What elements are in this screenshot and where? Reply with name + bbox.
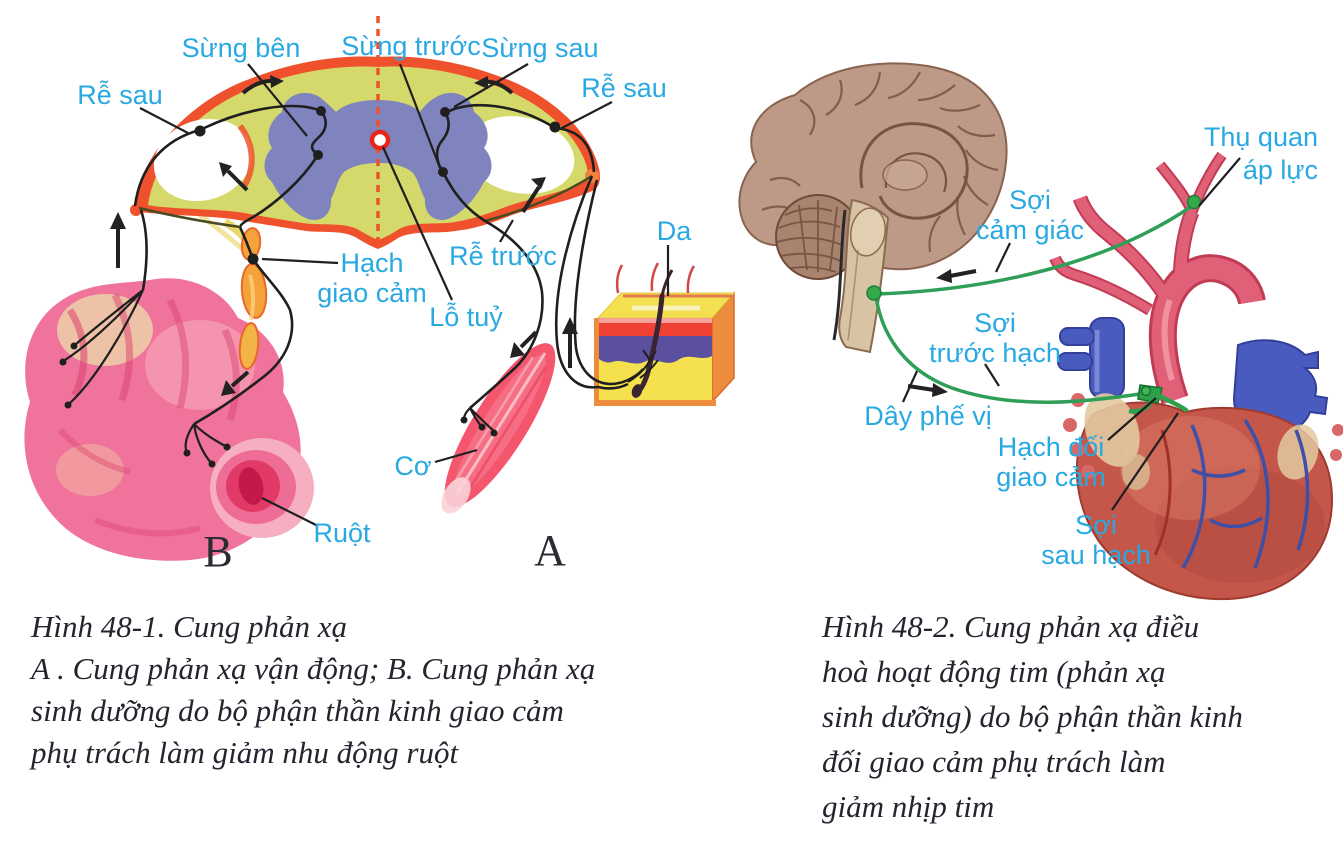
label-da: Da [656,216,692,246]
label-lo-tuy: Lỗ tuỷ [429,302,503,332]
brain-illustration [738,62,1008,354]
label-thu-quan-ap-luc: Thụ quan áp lực [1203,122,1318,185]
caption-figure-48-2: Hình 48-2. Cung phản xạ điều hoà hoạt độ… [822,609,1243,824]
label-re-sau-right: Rễ sau [581,73,667,103]
spinal-cord-cross-section [130,16,600,250]
letter-b: B [203,527,233,576]
label-sung-truoc: Sừng trước [341,31,481,61]
label-hach-doi-giao-cam: Hạch đối giao cảm [996,432,1106,492]
label-soi-truoc-hach: Sợi trước hạch [929,308,1061,368]
label-ruot: Ruột [313,518,371,548]
label-co: Cơ [394,451,432,481]
intestine-illustration [24,278,314,561]
figure2-arrows [907,269,977,397]
label-re-sau-left: Rễ sau [77,80,163,110]
figure2-heart-reflex-illustration [738,62,1343,601]
heart-illustration [1049,151,1343,601]
letter-a: A [534,526,566,575]
label-soi-sau-hach: Sợi sau hạch [1041,510,1151,570]
central-canal [369,129,391,151]
nerve-fiber-pathways [59,103,645,468]
label-hach-giao-cam: Hạch giao cảm [317,248,427,308]
label-re-truoc: Rễ trước [449,241,557,271]
muscle-illustration [441,343,556,514]
preganglionic-fiber [874,295,1141,404]
figure1-reflex-arc-illustration [24,16,736,561]
figure2-leader-lines [901,157,1241,511]
brainstem-nucleus-dot [866,285,882,301]
sensory-fiber [875,204,1193,296]
label-leader-lines [139,63,670,527]
label-sung-ben: Sừng bên [181,33,301,63]
caption-figure-48-1: Hình 48-1. Cung phản xạ A . Cung phản xạ… [31,609,596,770]
skin-block-illustration [594,262,736,406]
pressure-receptor-dot [1186,194,1202,210]
label-day-phe-vi: Dây phế vị [864,401,992,431]
label-soi-cam-giac: Sợi cảm giác [975,185,1085,245]
gray-matter-butterfly [264,92,492,220]
label-sung-sau: Sừng sau [481,33,599,63]
direction-arrows [110,75,578,396]
